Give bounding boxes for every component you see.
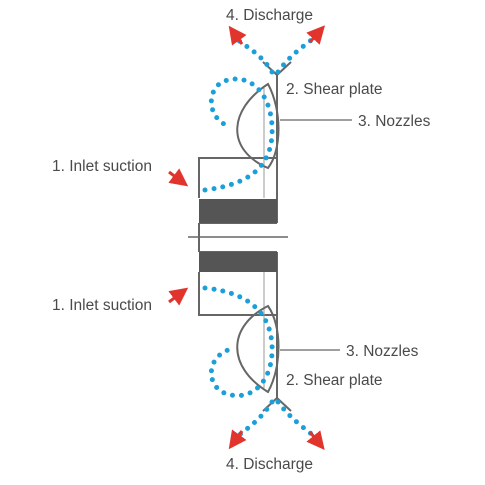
- arrow-discharge-bottom-left: [228, 429, 247, 450]
- label-nozzles-top: 3. Nozzles: [358, 113, 431, 130]
- label-nozzles-bottom: 3. Nozzles: [346, 343, 419, 360]
- arrow-discharge-top-left: [228, 25, 247, 46]
- arrow-inlet-top: [168, 168, 189, 187]
- label-discharge-top: 4. Discharge: [226, 7, 313, 24]
- hub-band-top: [199, 199, 277, 223]
- flow-dots-bottom-loop: [202, 285, 275, 399]
- impeller-blade-top: [236, 82, 280, 170]
- flow-dots-top-loop: [202, 76, 275, 193]
- label-shear-plate-bottom: 2. Shear plate: [286, 372, 383, 389]
- inlet-housing-top: [198, 157, 277, 198]
- discharge-fork-bottom: [262, 396, 292, 412]
- flow-dots-bottom-right: [275, 399, 317, 439]
- flow-arrows: [168, 25, 326, 450]
- flow-dots-top-right: [275, 35, 317, 75]
- label-shear-plate-top: 2. Shear plate: [286, 81, 383, 98]
- flow-dots-top-left: [235, 37, 275, 75]
- arrow-discharge-bottom-right: [306, 430, 325, 450]
- inlet-housing-bottom: [198, 272, 277, 316]
- hub-band-bottom: [199, 252, 277, 272]
- arrow-inlet-bottom: [168, 287, 189, 306]
- arrow-discharge-top-right: [306, 25, 326, 45]
- label-inlet-suction-top: 1. Inlet suction: [52, 158, 152, 175]
- label-discharge-bottom: 4. Discharge: [226, 456, 313, 473]
- label-inlet-suction-bottom: 1. Inlet suction: [52, 297, 152, 314]
- mixer-structure: [188, 61, 292, 412]
- flow-dots-bottom-left: [235, 399, 275, 439]
- impeller-blade-bottom: [236, 304, 280, 394]
